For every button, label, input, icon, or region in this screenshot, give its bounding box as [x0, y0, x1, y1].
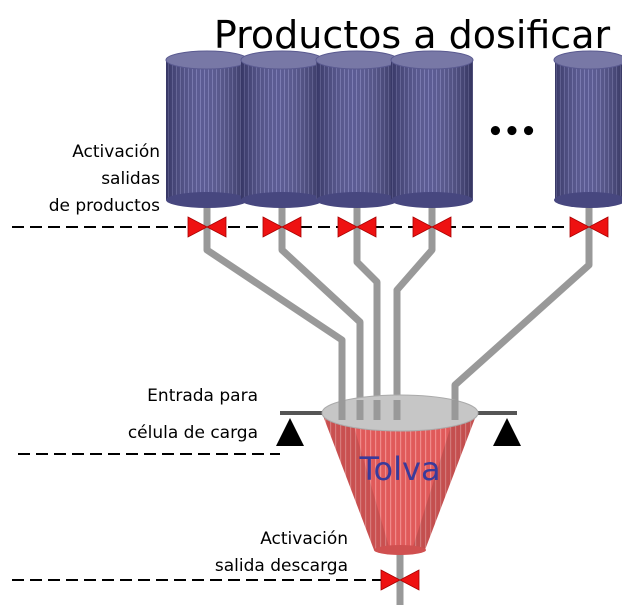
label-line: salida descarga	[215, 556, 348, 576]
silo-4	[390, 50, 474, 208]
silo-2	[240, 50, 324, 208]
valve-icon	[569, 216, 609, 238]
hopper: Tolva	[321, 394, 479, 555]
label-line: de productos	[49, 196, 160, 216]
left-support-icon	[276, 418, 304, 446]
hopper-shade-right	[412, 413, 477, 550]
hopper-label: Tolva	[358, 450, 440, 488]
valve-icon	[187, 216, 227, 238]
pipe-1	[203, 200, 346, 410]
dashed-lines	[12, 226, 590, 581]
diagram-title: Productos a dosificar	[214, 13, 611, 57]
pipe-4	[393, 200, 436, 410]
more-silos-ellipsis: •••	[487, 117, 537, 147]
product-valves	[187, 216, 609, 238]
hopper-body	[322, 413, 477, 550]
discharge-valve-icon	[380, 569, 420, 591]
silo-1	[165, 50, 249, 208]
valve-icon	[337, 216, 377, 238]
hopper-shade	[322, 413, 390, 550]
pipe-2	[278, 200, 364, 410]
label-line: célula de carga	[128, 423, 258, 443]
label-line: Entrada para	[147, 386, 258, 406]
pipes	[203, 200, 593, 605]
label-line: salidas	[101, 169, 160, 189]
right-support-icon	[493, 418, 521, 446]
load-cell-label: Entrada para célula de carga	[128, 386, 258, 443]
product-outputs-label: Activación salidas de productos	[49, 142, 160, 216]
valve-icon	[262, 216, 302, 238]
pipe-5	[451, 200, 593, 410]
silo-3	[315, 50, 399, 208]
label-line: Activación	[260, 529, 348, 549]
silos	[165, 50, 622, 208]
pipe-3	[353, 200, 381, 410]
label-line: Activación	[72, 142, 160, 162]
discharge-label: Activación salida descarga	[215, 529, 348, 576]
silo-5	[553, 50, 622, 208]
hopper-bottom	[374, 545, 426, 555]
valve-icon	[412, 216, 452, 238]
